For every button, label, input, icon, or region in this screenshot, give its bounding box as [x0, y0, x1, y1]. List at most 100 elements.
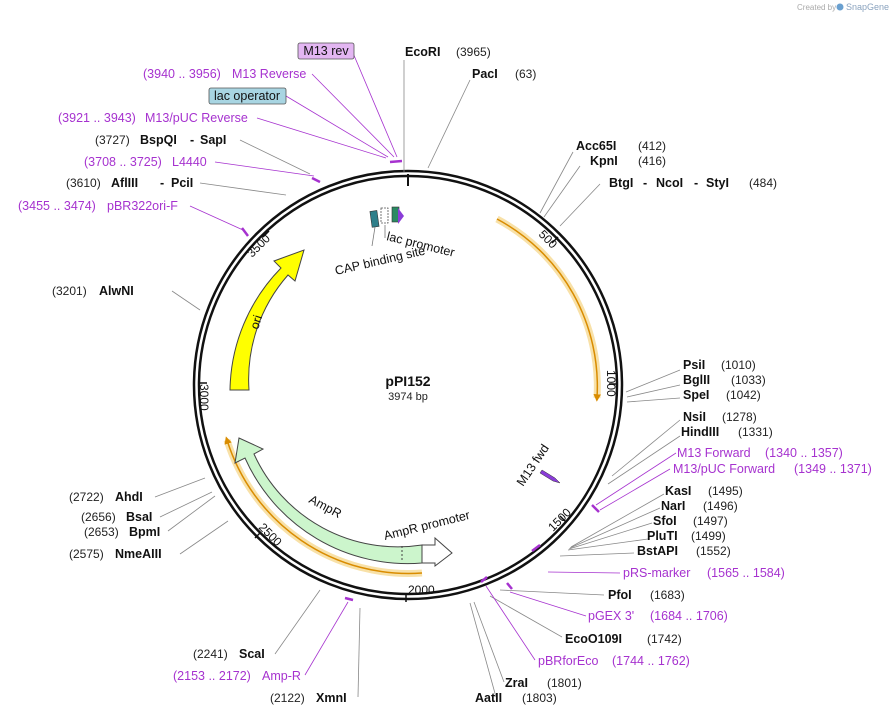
cap-binding-site-label: CAP binding site — [334, 244, 427, 278]
enzyme-kasi[interactable]: KasI — [665, 484, 691, 498]
enzyme-xmni[interactable]: XmnI — [316, 691, 347, 705]
enzyme-acc65i-pos: (412) — [638, 139, 666, 153]
lac-operator-feature[interactable] — [391, 206, 400, 223]
primer-marks — [241, 159, 600, 602]
enzyme-pfoi[interactable]: PfoI — [608, 588, 632, 602]
enzyme-afliii[interactable]: AflIII — [111, 176, 138, 190]
enzyme-nsii[interactable]: NsiI — [683, 410, 706, 424]
ampr-promoter-label: AmpR promoter — [382, 508, 471, 543]
primer-l4440-range: (3708 .. 3725) — [84, 155, 162, 169]
enzyme-ahdi[interactable]: AhdI — [115, 490, 143, 504]
m13-rev-feature[interactable] — [398, 208, 404, 224]
lac-operator-box[interactable] — [208, 87, 287, 105]
enzyme-btgi[interactable]: BtgI — [609, 176, 633, 190]
enzyme-bpmi[interactable]: BpmI — [129, 525, 160, 539]
enzyme-bspqi[interactable]: BspQI — [140, 133, 177, 147]
enzyme-bstapi-pos: (1552) — [696, 544, 731, 558]
enzyme-bsai-pos: (2656) — [81, 510, 116, 524]
enzyme-scai-pos: (2241) — [193, 647, 228, 661]
plasmid-name: pPI152 — [385, 373, 430, 389]
enzyme-pfoi-pos: (1683) — [650, 588, 685, 602]
position-ticks — [199, 174, 617, 602]
enzyme-alwni-pos: (3201) — [52, 284, 87, 298]
enzyme-alwni[interactable]: AlwNI — [99, 284, 134, 298]
enzyme-nmeaiii-pos: (2575) — [69, 547, 104, 561]
primer-m13-reverse-range: (3940 .. 3956) — [143, 67, 221, 81]
primer-prs-marker[interactable]: pRS-marker — [623, 566, 690, 580]
enzyme-nari[interactable]: NarI — [661, 499, 685, 513]
enzyme-bsai[interactable]: BsaI — [126, 510, 152, 524]
created-by-label: Created by — [797, 3, 836, 12]
enzyme-xmni-pos: (2122) — [270, 691, 305, 705]
primer-m13-puc-forward[interactable]: M13/pUC Forward — [673, 462, 775, 476]
primer-leader-lines — [189, 52, 677, 676]
enzyme-pcii[interactable]: PciI — [171, 176, 193, 190]
enzyme-sfoi[interactable]: SfoI — [653, 514, 677, 528]
orf-arc-top — [496, 218, 601, 402]
m13-rev-label: M13 rev — [303, 44, 349, 58]
primer-amp-r-range: (2153 .. 2172) — [173, 669, 251, 683]
enzyme-kpni-pos: (416) — [638, 154, 666, 168]
enzyme-btgi-sep: - — [643, 176, 647, 190]
enzyme-kasi-pos: (1495) — [708, 484, 743, 498]
lac-promoter-feature[interactable] — [380, 207, 389, 224]
tick-2000: 2000 — [408, 583, 435, 597]
enzyme-aatii[interactable]: AatII — [475, 691, 502, 705]
cap-binding-site-feature[interactable] — [369, 210, 380, 228]
enzyme-ecoo109i-pos: (1742) — [647, 632, 682, 646]
ampr-promoter-feature[interactable] — [421, 536, 453, 568]
primer-l4440[interactable]: L4440 — [172, 155, 207, 169]
enzyme-hindiii[interactable]: HindIII — [681, 425, 719, 439]
m13-fwd-label: M13 fwd — [514, 442, 552, 489]
ampr-feature[interactable] — [234, 437, 423, 565]
enzyme-kpni[interactable]: KpnI — [590, 154, 618, 168]
enzyme-ecori-pos: (3965) — [456, 45, 491, 59]
primer-pgex-3-range: (1684 .. 1706) — [650, 609, 728, 623]
enzyme-psii[interactable]: PsiI — [683, 358, 705, 372]
primer-pgex-3[interactable]: pGEX 3' — [588, 609, 634, 623]
enzyme-bpmi-pos: (2653) — [84, 525, 119, 539]
ori-feature[interactable] — [229, 249, 305, 391]
ori-label: ori — [248, 313, 266, 331]
enzyme-bstapi[interactable]: BstAPI — [637, 544, 678, 558]
enzyme-paci[interactable]: PacI — [472, 67, 498, 81]
primer-m13-reverse[interactable]: M13 Reverse — [232, 67, 306, 81]
enzyme-psii-pos: (1010) — [721, 358, 756, 372]
primer-prs-marker-range: (1565 .. 1584) — [707, 566, 785, 580]
enzyme-pluti[interactable]: PluTI — [647, 529, 678, 543]
enzyme-scai[interactable]: ScaI — [239, 647, 265, 661]
cap-site-leader — [371, 226, 376, 247]
plasmid-outer-strand — [192, 169, 624, 601]
m13-fwd-feature[interactable] — [539, 469, 561, 484]
enzyme-acc65i[interactable]: Acc65I — [576, 139, 616, 153]
enzyme-ecoo109i[interactable]: EcoO109I — [565, 632, 622, 646]
enzyme-nsii-pos: (1278) — [722, 410, 757, 424]
enzyme-spei[interactable]: SpeI — [683, 388, 709, 402]
enzyme-spei-pos: (1042) — [726, 388, 761, 402]
primer-m13-puc-reverse[interactable]: M13/pUC Reverse — [145, 111, 248, 125]
enzyme-ncoi[interactable]: NcoI — [656, 176, 683, 190]
primer-m13-puc-forward-range: (1349 .. 1371) — [794, 462, 872, 476]
enzyme-zrai[interactable]: ZraI — [505, 676, 528, 690]
enzyme-afliii-pos: (3610) — [66, 176, 101, 190]
primer-pbr322ori-f[interactable]: pBR322ori-F — [107, 199, 178, 213]
m13-rev-box[interactable] — [297, 42, 355, 60]
enzyme-zrai-pos: (1801) — [547, 676, 582, 690]
primer-m13-puc-reverse-range: (3921 .. 3943) — [58, 111, 136, 125]
enzyme-ecori[interactable]: EcoRI — [405, 45, 440, 59]
enzyme-hindiii-pos: (1331) — [738, 425, 773, 439]
enzyme-bglii[interactable]: BglII — [683, 373, 710, 387]
primer-amp-r[interactable]: Amp-R — [262, 669, 301, 683]
primer-m13-forward[interactable]: M13 Forward — [677, 446, 751, 460]
enzyme-ncoi-sep: - — [694, 176, 698, 190]
enzyme-nmeaiii[interactable]: NmeAIII — [115, 547, 162, 561]
enzyme-styi[interactable]: StyI — [706, 176, 729, 190]
enzyme-aatii-pos: (1803) — [522, 691, 557, 705]
enzyme-sapi[interactable]: SapI — [200, 133, 226, 147]
tick-1000: 1000 — [604, 370, 618, 397]
plasmid-length: 3974 bp — [388, 391, 428, 403]
enzyme-bspqi-sep: - — [190, 133, 194, 147]
primer-pbrforeco[interactable]: pBRforEco — [538, 654, 598, 668]
